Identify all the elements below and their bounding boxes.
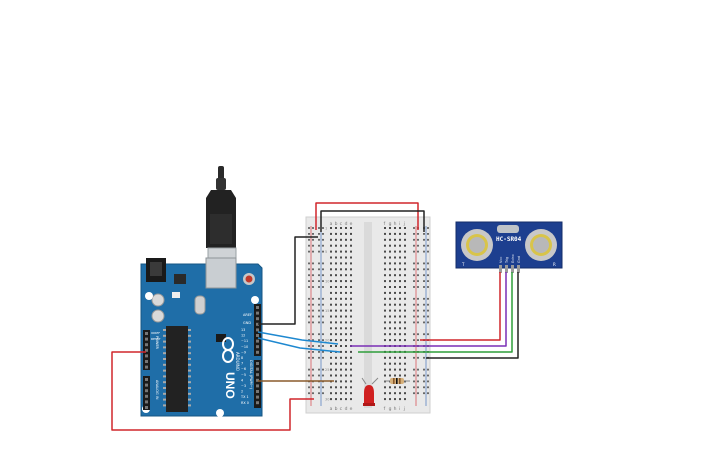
analog-header [143,376,150,410]
sensor-pin-label: Trig [505,257,509,264]
breadboard-column-letter: d [345,406,348,412]
sensor-pin-label: Echo [511,255,515,264]
digital-pin-label: RX 0 [241,401,249,405]
breadboard-column-letter: e [350,407,353,412]
breadboard-row-number: 10 [325,280,329,284]
digital-header-bottom [254,360,261,408]
reset-label: RESET [151,337,161,341]
power-label: POWER [155,336,159,350]
wire-blue-1 [257,331,339,345]
microcontroller-chip [166,326,188,412]
usb-port [205,257,237,289]
breadboard-column-letter: g [389,222,392,227]
analog-label: ANALOG IN [155,380,159,400]
sensor-corner-t: T [461,262,465,267]
digital-pin-label: 2 [241,390,243,394]
digital-pin-label: ~10 [241,345,248,349]
breadboard-column-letter: a [330,407,333,412]
breadboard-column-letter: c [340,222,343,227]
breadboard-column-letter: b [335,221,338,227]
wire-green-sensor [358,272,513,353]
digital-pin-label: ~5 [241,373,246,377]
usb-cable [206,166,237,273]
sensor-pin-label: Gnd [517,256,521,263]
wire-red-5v [111,351,314,431]
breadboard-column-letter: f [384,221,386,227]
breadboard-column-letter: i [399,221,400,227]
digital-pin-label: ~11 [241,339,248,343]
digital-pin-label: 8 [241,356,243,360]
breadboard-row-number: 25 [325,368,329,372]
breadboard-column-letter: a [330,222,333,227]
breadboard-column-letter: h [394,221,397,227]
arduino-board: UNO ARDUINO AREF GND DIGITAL (PWM~) POWE… [140,257,263,417]
sensor-corner-r: R [553,262,556,267]
reset-button [245,275,253,283]
wires [111,202,519,431]
breadboard-column-letter: j [403,221,405,227]
breadboard-column-letter: i [399,406,400,412]
arduino-brand-label: ARDUINO [235,352,240,371]
wire-black-rail-bridge [320,210,425,232]
sensor-pin-label: Vcc [499,257,503,263]
breadboard-column-letter: b [335,406,338,412]
digital-pin-label: ~6 [241,367,246,371]
breadboard-column-letter: j [403,406,405,412]
wire-black-gnd [258,236,318,325]
breadboard-column-letter: h [394,406,397,412]
breadboard-row-number: 30 [325,398,329,402]
digital-pin-label: ~9 [241,350,246,354]
digital-pin-label: ~3 [241,384,246,388]
ioref-label: IOREF [151,331,160,335]
led [361,377,379,406]
digital-pin-label: 4 [241,378,243,382]
digital-pin-label: TX 1 [240,395,249,399]
sensor-model-label: HC-SR04 [496,236,522,243]
breadboard-column-letter: c [340,407,343,412]
resistor [384,378,410,384]
wire-red-sensor [420,272,501,341]
wire-purple-sensor [350,272,507,347]
breadboard-column-letter: g [389,407,392,412]
breadboard-row-number: 1 [325,227,327,231]
wire-red-rail-bridge [315,202,419,230]
digital-pin-label: 7 [241,362,243,366]
digital-label: DIGITAL (PWM~) [249,360,253,390]
wire-black-sensor [426,272,519,359]
wire-blue-2 [257,337,341,353]
breadboard-row-number: 20 [325,339,329,343]
breadboard-row-number: 15 [325,309,329,313]
digital-pin-label: 12 [241,334,245,338]
aref-label: AREF [243,313,252,317]
breadboard-row-number: 5 [325,250,327,254]
gnd-label: GND [243,321,251,325]
sensor-crystal [497,225,519,233]
digital-pin-label: 13 [241,328,245,332]
arduino-uno-label: UNO [223,372,237,399]
arduino-logo [222,337,234,363]
breadboard-column-letter: e [350,222,353,227]
breadboard-column-letter: f [384,406,386,412]
breadboard-column-letter: d [345,221,348,227]
